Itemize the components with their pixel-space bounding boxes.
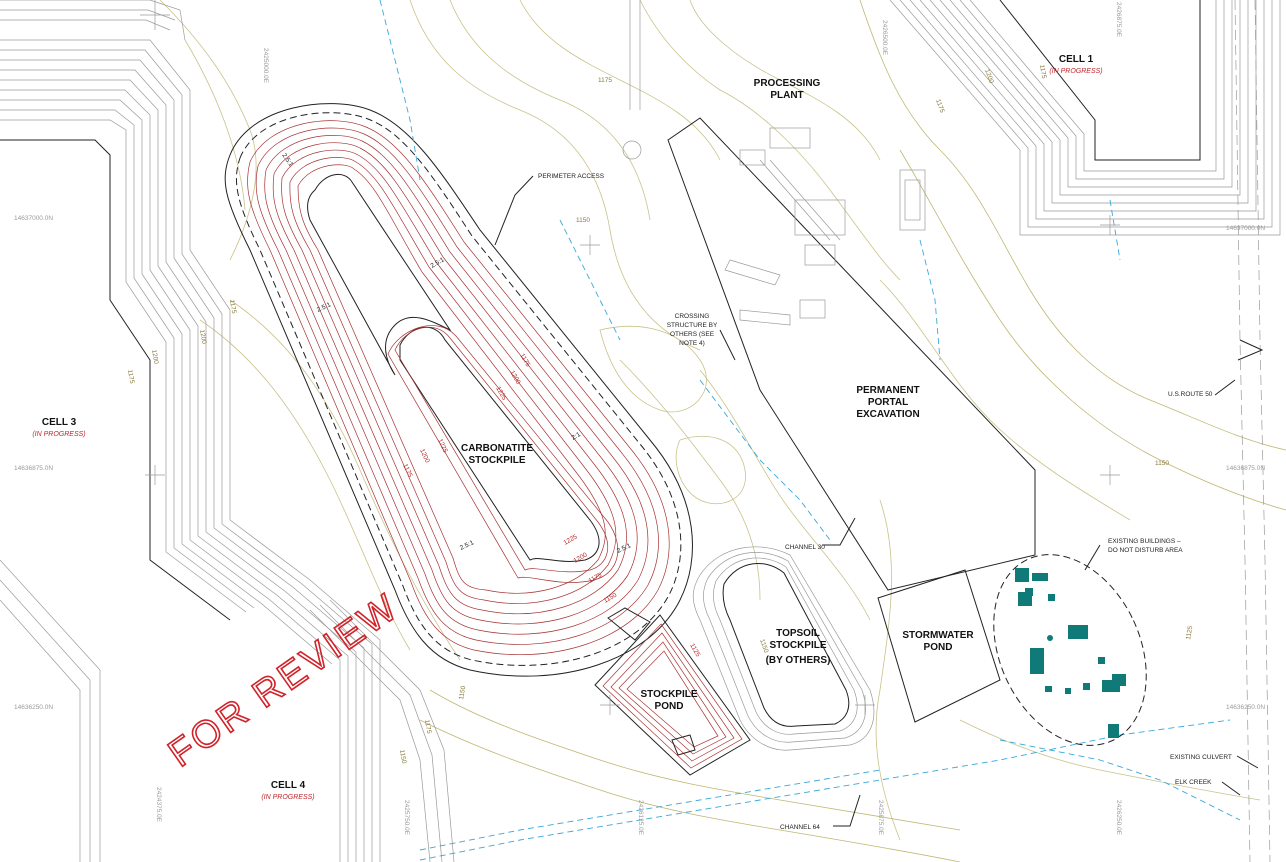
contour-label-1175-e: 1175 xyxy=(126,369,135,384)
existing-topography-contours xyxy=(159,0,1286,862)
drainage-channels xyxy=(379,0,1241,861)
contour-label-1150-d: 1150 xyxy=(398,749,407,764)
grid-label-14637000n-west: 14637000.0N xyxy=(14,215,53,222)
stockpile-contour-label-1175-c: 1175 xyxy=(588,571,604,584)
contour-label-1200-c: 1200 xyxy=(150,349,159,365)
label-cell-1: CELL 1 xyxy=(1059,54,1094,65)
stockpile-contour-label-1225-c: 1225 xyxy=(563,533,579,546)
callout-crossing-line2: STRUCTURE BY xyxy=(667,322,718,329)
us-route-50 xyxy=(1234,0,1271,862)
pond-contour-label-1125: 1125 xyxy=(688,643,701,659)
label-cell-3-status: (IN PROGRESS) xyxy=(32,431,85,438)
cell-1-footprint xyxy=(889,0,1281,236)
contour-label-1150-e: 1150 xyxy=(758,638,769,654)
grid-label-2425750e: 2425750.0E xyxy=(403,800,410,836)
stockpile-contour-label-1150: 1150 xyxy=(603,591,619,604)
grid-label-2426250e: 2426250.0E xyxy=(1115,800,1122,836)
contour-label-1125: 1125 xyxy=(1185,625,1194,640)
contour-label-1150-a: 1150 xyxy=(576,217,590,224)
label-stormwater-line1: STORMWATER xyxy=(902,630,974,641)
grid-label-2425000e: 2425000.0E xyxy=(262,48,269,84)
stockpile-pond xyxy=(594,607,751,776)
slope-label-west: 2.5:1 xyxy=(316,301,332,314)
grid-label-14637000n-east: 14637000.0N xyxy=(1226,225,1265,232)
grid-label-14636875n-west: 14636875.0N xyxy=(14,465,53,472)
callout-perimeter-access: PERIMETER ACCESS xyxy=(538,173,605,180)
label-portal-line2: PORTAL xyxy=(868,397,908,408)
coordinate-grid-ticks xyxy=(140,0,1120,715)
stockpile-contour-label-1175-b: 1175 xyxy=(401,463,413,479)
callout-existing-culvert: EXISTING CULVERT xyxy=(1170,754,1232,761)
label-processing-plant-line1: PROCESSING xyxy=(754,78,821,89)
slope-label-east: 2:1 xyxy=(571,431,583,442)
slope-label-southeast: 2.5:1 xyxy=(616,542,632,555)
label-cell-4-status: (IN PROGRESS) xyxy=(261,794,314,801)
contour-label-1200-a: 1200 xyxy=(983,68,995,84)
slope-label-upper: 2.5:1 xyxy=(430,256,446,269)
label-topsoil-line3: (BY OTHERS) xyxy=(766,655,831,666)
processing-plant-equipment xyxy=(622,0,926,326)
stockpile-contour-label-1200-c: 1200 xyxy=(573,551,589,564)
label-stormwater-line2: POND xyxy=(924,642,953,653)
label-cell-3: CELL 3 xyxy=(42,417,77,428)
existing-buildings-area xyxy=(993,554,1147,746)
contour-label-1150-c: 1150 xyxy=(458,685,467,700)
callout-existing-buildings-line1: EXISTING BUILDINGS – xyxy=(1108,538,1181,545)
contour-label-1175-c: 1175 xyxy=(1038,64,1047,79)
leader-lines xyxy=(494,175,1259,827)
callout-us-route-50: U.S.ROUTE 50 xyxy=(1168,391,1213,398)
label-cell-4: CELL 4 xyxy=(271,780,306,791)
slope-label-south: 2.5:1 xyxy=(459,539,475,552)
cell-4-footprint xyxy=(0,559,455,862)
label-topsoil-line1: TOPSOIL xyxy=(776,628,820,639)
contour-label-1175-f: 1175 xyxy=(423,719,432,734)
slope-label-north: 2.5:1 xyxy=(280,152,294,168)
contour-label-1175-d: 1175 xyxy=(228,299,237,314)
label-stockpile-pond-line1: STOCKPILE xyxy=(640,689,697,700)
grid-label-14636250n-west: 14636250.0N xyxy=(14,704,53,711)
callout-crossing-line3: OTHERS (SEE xyxy=(670,331,715,338)
contour-label-1150-b: 1150 xyxy=(1155,460,1169,467)
callout-channel-64: CHANNEL 64 xyxy=(780,824,820,831)
label-carbonatite-line1: CARBONATITE xyxy=(461,443,533,454)
grid-label-2424375e: 2424375.0E xyxy=(155,787,162,823)
portal-excavation-outline xyxy=(667,117,1036,591)
grid-label-2426125e: 2426125.0E xyxy=(637,800,644,836)
contour-label-1175-a: 1175 xyxy=(598,77,612,84)
stormwater-pond xyxy=(877,569,1001,723)
carbonatite-stockpile xyxy=(224,103,693,677)
label-processing-plant-line2: PLANT xyxy=(770,90,803,101)
topsoil-stockpile xyxy=(692,546,875,751)
callout-existing-buildings-line2: DO NOT DISTURB AREA xyxy=(1108,547,1183,554)
contour-label-1175-b: 1175 xyxy=(934,98,945,114)
callout-crossing-line1: CROSSING xyxy=(675,313,710,320)
cell-3-footprint xyxy=(0,0,381,862)
grid-label-14636250n-east: 14636250.0N xyxy=(1226,704,1265,711)
callout-crossing-line4: NOTE 4) xyxy=(679,340,705,347)
callout-elk-creek: ELK CREEK xyxy=(1175,779,1212,786)
label-cell-1-status: (IN PROGRESS) xyxy=(1049,68,1102,75)
callout-channel-30: CHANNEL 30 xyxy=(785,544,825,551)
label-carbonatite-line2: STOCKPILE xyxy=(468,455,525,466)
grid-label-2425875e: 2425875.0E xyxy=(877,800,884,836)
grid-label-2426875e: 2426875.0E xyxy=(1115,2,1122,38)
for-review-stamp: FOR REVIEW xyxy=(161,586,407,776)
grid-label-2426500e: 2426500.0E xyxy=(881,20,888,56)
label-portal-line1: PERMANENT xyxy=(856,385,919,396)
grid-label-14636875n-east: 14636875.0N xyxy=(1226,465,1265,472)
stockpile-contour-label-1200-b: 1200 xyxy=(418,448,431,464)
stockpile-contour-label-1175-a: 1175 xyxy=(518,353,531,369)
label-portal-line3: EXCAVATION xyxy=(856,409,919,420)
label-stockpile-pond-line2: POND xyxy=(655,701,684,712)
stockpile-contour-label-1225: 1225 xyxy=(494,386,507,402)
stockpile-contour-label-1225-b: 1225 xyxy=(436,438,449,454)
label-topsoil-line2: STOCKPILE xyxy=(769,640,826,651)
contour-label-1200-b: 1200 xyxy=(198,329,207,345)
